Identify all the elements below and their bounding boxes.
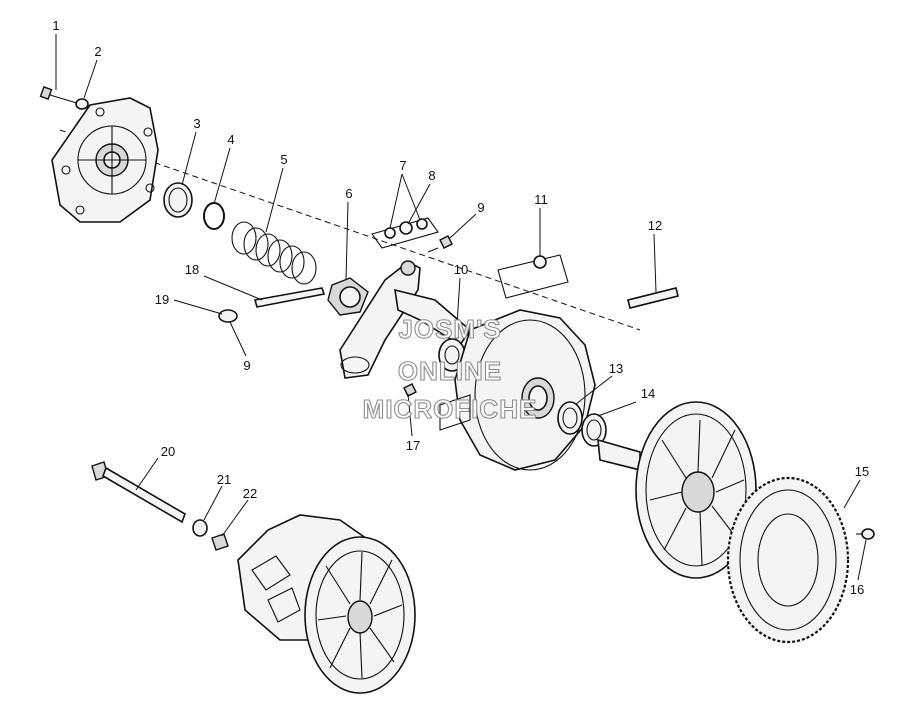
callout-5: 5 bbox=[280, 152, 287, 167]
cover-plate bbox=[51, 97, 159, 223]
callout-16: 16 bbox=[850, 582, 864, 597]
callout-18: 18 bbox=[185, 262, 199, 277]
washer-part-2 bbox=[75, 98, 89, 110]
nut-part-9-upper bbox=[427, 235, 453, 253]
weight-tag-part-11 bbox=[497, 254, 569, 299]
leader-lines bbox=[55, 34, 867, 581]
callout-19: 19 bbox=[155, 292, 169, 307]
cap-part-9-lower bbox=[218, 309, 238, 323]
callout-2: 2 bbox=[94, 44, 101, 59]
watermark-line-1: JOSM'S bbox=[398, 314, 501, 344]
bolt-part-16 bbox=[856, 528, 875, 540]
fixed-sheave bbox=[597, 401, 757, 579]
pin-part-12 bbox=[627, 287, 679, 309]
callout-20: 20 bbox=[161, 444, 175, 459]
callout-12: 12 bbox=[648, 218, 662, 233]
callout-1: 1 bbox=[52, 18, 59, 33]
bolt-part-20 bbox=[91, 461, 186, 524]
callout-6: 6 bbox=[345, 186, 352, 201]
callout-11: 11 bbox=[534, 192, 548, 207]
bushing-part-6 bbox=[327, 277, 369, 316]
callout-4: 4 bbox=[227, 132, 234, 147]
callout-21: 21 bbox=[217, 472, 231, 487]
spider-arm bbox=[339, 260, 472, 379]
washer-part-21 bbox=[192, 519, 208, 537]
ring-part-13 bbox=[557, 401, 583, 435]
snap-ring-part-4 bbox=[203, 202, 225, 230]
nut-part-22 bbox=[211, 533, 229, 551]
callout-labels: 1 2 3 4 5 6 7 8 9 9 10 11 12 13 14 15 16… bbox=[52, 18, 869, 597]
watermark-line-2: ONLINE bbox=[398, 356, 502, 386]
roller-parts-7-8 bbox=[371, 217, 439, 249]
watermark: JOSM'S ONLINE MICROFICHE bbox=[362, 313, 538, 424]
callout-14: 14 bbox=[641, 386, 655, 401]
callout-9-lower: 9 bbox=[243, 358, 250, 373]
callout-7: 7 bbox=[399, 158, 406, 173]
watermark-line-3: MICROFICHE bbox=[363, 394, 538, 424]
movable-sheave bbox=[439, 309, 596, 471]
nut-part-17 bbox=[403, 383, 417, 397]
callout-9-upper: 9 bbox=[477, 200, 484, 215]
ring-gear-part-15 bbox=[726, 476, 850, 644]
pin-part-18 bbox=[253, 287, 326, 308]
callout-13: 13 bbox=[609, 361, 623, 376]
callout-17: 17 bbox=[406, 438, 420, 453]
clutch-assembly bbox=[237, 514, 416, 694]
callout-10: 10 bbox=[454, 262, 468, 277]
spring-part-5 bbox=[231, 221, 317, 285]
callout-8: 8 bbox=[428, 168, 435, 183]
bolt-part-1 bbox=[39, 86, 81, 105]
ring-part-14 bbox=[581, 413, 607, 447]
callout-3: 3 bbox=[193, 116, 200, 131]
ring-part-3 bbox=[163, 182, 193, 218]
callout-22: 22 bbox=[243, 486, 257, 501]
callout-15: 15 bbox=[855, 464, 869, 479]
